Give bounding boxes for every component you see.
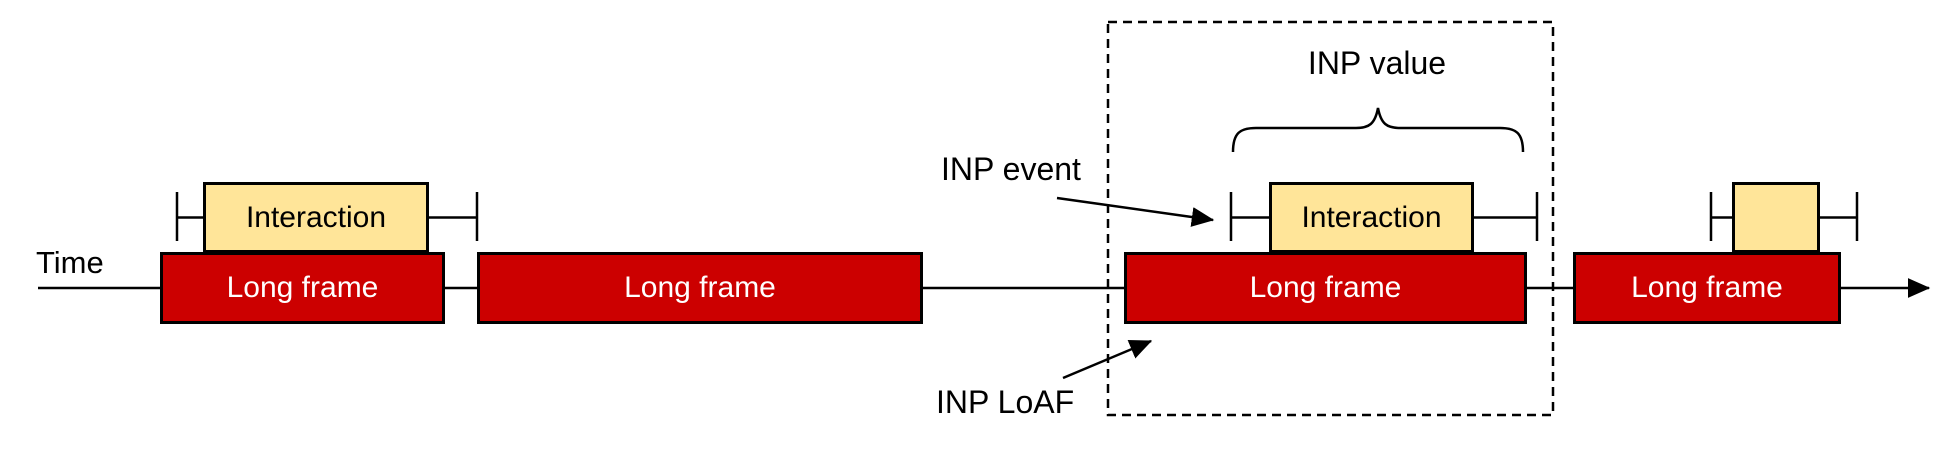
interaction-box-2: Interaction xyxy=(1269,182,1474,253)
time-axis-label: Time xyxy=(36,245,104,280)
interaction-1-start-tick xyxy=(175,192,203,241)
inp-loaf-label: INP LoAF xyxy=(936,384,1075,420)
interaction-box-3 xyxy=(1732,182,1820,253)
long-frame-label: Long frame xyxy=(1631,271,1783,304)
long-frame-box-1: Long frame xyxy=(160,252,445,324)
inp-loaf-arrow xyxy=(1062,339,1153,380)
inp-event-label: INP event xyxy=(941,151,1081,187)
long-frame-label: Long frame xyxy=(1249,271,1402,304)
long-frame-box-2: Long frame xyxy=(477,252,923,324)
interaction-label: Interaction xyxy=(245,200,387,234)
long-frame-box-3: Long frame xyxy=(1124,252,1527,324)
interaction-2-end-tick xyxy=(1473,192,1539,241)
long-frame-box-4: Long frame xyxy=(1573,252,1841,324)
inp-value-label: INP value xyxy=(1307,45,1447,81)
interaction-3-start-tick xyxy=(1709,192,1732,241)
inp-value-brace xyxy=(1231,107,1525,153)
interaction-3-end-tick xyxy=(1820,192,1859,241)
inp-event-arrow xyxy=(1056,196,1215,227)
long-frame-label: Long frame xyxy=(226,271,379,304)
interaction-box-1: Interaction xyxy=(203,182,429,253)
long-frame-label: Long frame xyxy=(624,271,776,304)
interaction-2-start-tick xyxy=(1229,192,1269,241)
interaction-label: Interaction xyxy=(1301,200,1442,234)
interaction-1-end-tick xyxy=(428,192,479,241)
